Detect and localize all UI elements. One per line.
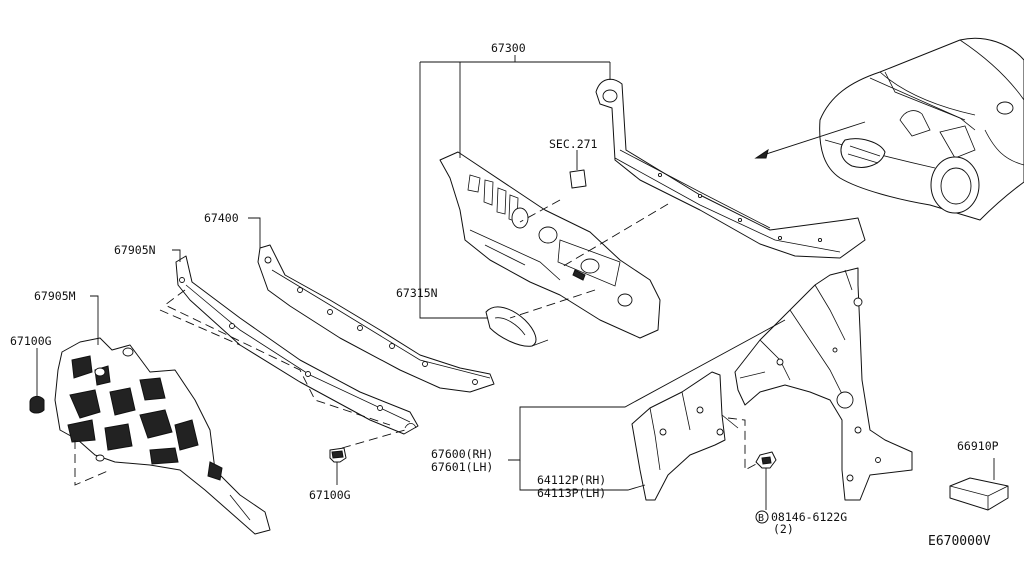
diagram-id: E670000V — [928, 534, 991, 549]
bolt-marker-icon: B — [755, 510, 769, 524]
label-bolt-qty: (2) — [773, 522, 794, 536]
label-67100g-left: 67100G — [10, 334, 52, 348]
label-67100g-bottom: 67100G — [309, 488, 351, 502]
label-66910p: 66910P — [957, 439, 999, 453]
label-67300: 67300 — [491, 41, 526, 55]
clip-67100g-left — [29, 348, 45, 414]
part-labels: 67300 SEC.271 67400 67905N 67905M 67100G… — [10, 41, 999, 549]
label-67315n: 67315N — [396, 286, 438, 300]
label-67601-lh: 67601(LH) — [431, 460, 493, 474]
part-64112p-reinforcement — [631, 371, 739, 501]
bolt-08146-6122g — [755, 451, 777, 510]
part-67905m-insulator — [54, 337, 271, 535]
clip-67100g-bottom — [329, 447, 347, 485]
label-67400: 67400 — [204, 211, 239, 225]
vehicle-illustration — [754, 37, 1024, 221]
sec271-component — [569, 150, 587, 189]
label-67905m: 67905M — [34, 289, 76, 303]
part-67400-cowl-bar — [257, 244, 495, 393]
assembly-dashed-lines — [74, 199, 761, 486]
label-64113p-lh: 64113P(LH) — [537, 486, 606, 500]
leader-lines — [90, 55, 995, 491]
label-64112p-rh: 64112P(RH) — [537, 473, 606, 487]
part-67905n-cowl-seal — [175, 255, 419, 435]
label-sec271: SEC.271 — [549, 137, 598, 151]
part-67600-side-panel — [734, 267, 913, 501]
label-67600-rh: 67600(RH) — [431, 447, 493, 461]
label-bolt-code: 08146-6122G — [771, 510, 847, 524]
part-67315n-dash-panel — [439, 151, 661, 347]
label-67905n: 67905N — [114, 243, 156, 257]
part-67300-cowl-top — [595, 78, 866, 259]
bolt-marker-letter: B — [758, 513, 764, 524]
part-66910p-label — [949, 477, 1009, 511]
